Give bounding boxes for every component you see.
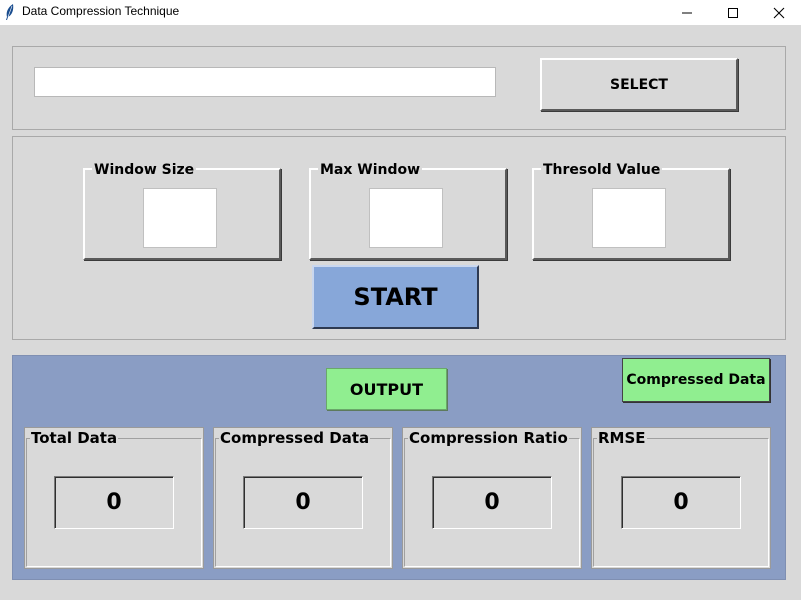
max-window-label: Max Window	[318, 162, 423, 178]
feather-icon	[6, 4, 14, 20]
rmse-value: 0	[621, 476, 741, 529]
max-window-group: Max Window	[309, 162, 507, 260]
rmse-group: RMSE 0	[591, 427, 771, 569]
compressed-data-value: 0	[243, 476, 363, 529]
window-size-group: Window Size	[83, 162, 281, 260]
total-data-label: Total Data	[30, 429, 119, 447]
threshold-value-group: Thresold Value	[532, 162, 730, 260]
minimize-icon	[682, 12, 692, 13]
compressed-data-label: Compressed Data	[219, 429, 371, 447]
total-data-group: Total Data 0	[24, 427, 204, 569]
window-size-input[interactable]	[143, 188, 217, 248]
select-button[interactable]: SELECT	[540, 58, 738, 111]
compression-ratio-label: Compression Ratio	[408, 429, 569, 447]
minimize-button[interactable]	[664, 0, 710, 25]
output-button[interactable]: OUTPUT	[326, 368, 447, 410]
start-button[interactable]: START	[312, 265, 479, 329]
window-title: Data Compression Technique	[22, 4, 180, 18]
threshold-value-label: Thresold Value	[541, 162, 663, 178]
maximize-icon	[728, 7, 738, 18]
compression-ratio-value: 0	[432, 476, 552, 529]
close-button[interactable]	[756, 0, 801, 25]
compressed-data-group: Compressed Data 0	[213, 427, 393, 569]
file-path-input[interactable]	[34, 67, 496, 97]
compressed-data-button[interactable]: Compressed Data	[622, 358, 770, 402]
group-border	[593, 438, 769, 567]
window-size-label: Window Size	[92, 162, 197, 178]
max-window-input[interactable]	[369, 188, 443, 248]
rmse-label: RMSE	[597, 429, 647, 447]
title-bar: Data Compression Technique	[0, 0, 801, 25]
total-data-value: 0	[54, 476, 174, 529]
maximize-button[interactable]	[710, 0, 756, 25]
compression-ratio-group: Compression Ratio 0	[402, 427, 582, 569]
close-icon	[773, 7, 785, 18]
threshold-value-input[interactable]	[592, 188, 666, 248]
